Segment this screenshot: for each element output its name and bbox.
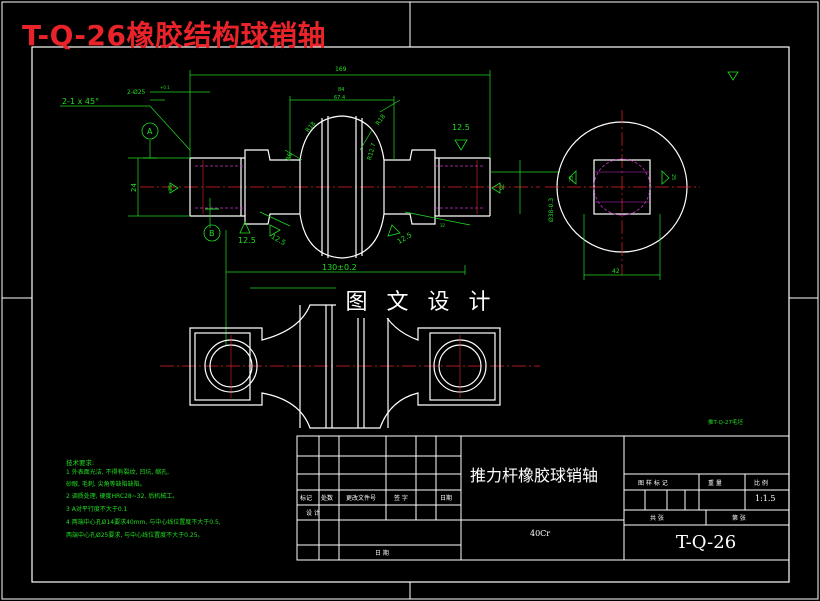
tech-req-line: 两端中心孔Ø25要求, 与中心线位置度不大于0.25。 <box>66 532 204 539</box>
hdr-sheet-no: 第 张 <box>732 515 746 522</box>
dim-middle-sub: 67.4 <box>334 95 345 101</box>
tech-req-line: 砂眼, 毛刺, 尖角等缺陷缺陷。 <box>66 481 146 488</box>
dim-chamfer: 2-1 x 45° <box>62 97 99 106</box>
note-small: 32 <box>440 223 446 228</box>
dim-middle: 84 <box>338 87 344 93</box>
dim-hole-tol: +0.1 <box>160 85 170 90</box>
title-block-grid <box>296 435 790 561</box>
rough-g: 25 <box>569 176 575 182</box>
dimension-labels: 169 84 67.4 2-1 x 45° 2-Ø25 +0.1 24 Ø38-… <box>62 66 744 426</box>
hdr-mark: 标记 <box>300 495 313 502</box>
dim-r6: R6 <box>285 152 294 162</box>
drawing-number: T-Q-26 <box>676 532 737 553</box>
roughness-symbols <box>169 71 739 237</box>
top-view <box>160 304 540 429</box>
side-view <box>545 110 700 280</box>
dim-r-mid: R18 <box>304 120 317 134</box>
banner-title: T-Q-26橡胶结构球销轴 <box>22 19 327 52</box>
shaft-upper-right <box>384 149 490 161</box>
scale-value: 1:1.5 <box>755 494 776 503</box>
hdr-count: 处数 <box>321 495 334 502</box>
datum-b: B <box>209 229 215 238</box>
hdr-design: 设 计 <box>306 510 320 517</box>
hdr-date: 日期 <box>440 495 453 502</box>
hdr-sheets-total: 共 张 <box>650 515 664 522</box>
sphere-top <box>299 115 385 161</box>
material: 40Cr <box>530 529 551 538</box>
hdr-signature: 签 字 <box>394 495 408 502</box>
end-hole-hidden <box>195 165 485 209</box>
rough-d: 12.5 <box>452 123 470 132</box>
shaft-lower-right <box>384 213 490 225</box>
dim-total-length: 169 <box>335 66 347 73</box>
dim-height: 24 <box>130 183 138 192</box>
tech-req-line: 2 调质处理, 硬度HRC28~32, 后机械工。 <box>66 493 179 500</box>
tech-req-line: 3 A对平行度不大于0.1 <box>66 506 128 513</box>
datum-a: A <box>147 127 153 136</box>
dim-center-distance: 130±0.2 <box>322 263 357 272</box>
top-view-outline <box>189 304 501 429</box>
rough-h: 25 <box>670 174 676 180</box>
hdr-change-doc: 更改文件号 <box>346 495 377 502</box>
tech-req-heading: 技术要求: <box>66 459 95 467</box>
rough-a: 12.5 <box>238 236 256 245</box>
hdr-date-2: 日 期 <box>375 550 389 557</box>
rough-e: 25 <box>168 185 174 191</box>
hdr-scale: 比 例 <box>754 480 768 487</box>
overlay-label: 图 文 设 计 <box>336 288 506 318</box>
datum-a-bubble <box>141 122 159 140</box>
rough-b: 12.5 <box>270 233 288 248</box>
part-name: 推力杆橡胶球销轴 <box>470 466 599 485</box>
datum-b-bubble <box>203 224 221 242</box>
tech-req-line: 4 两端中心孔Ø14要求40mm, 与中心线位置度不大于0.5, <box>66 519 221 526</box>
dim-width: 42 <box>612 268 620 275</box>
hdr-weight: 重 量 <box>708 480 722 487</box>
hdr-stage-mark: 图 样 标 记 <box>638 480 668 487</box>
dim-holes: 2-Ø25 <box>127 89 146 96</box>
shaft-lower-left <box>190 213 300 225</box>
tech-req-line: 1 外表面光洁, 不得有裂纹, 凹坑, 缩孔, <box>66 469 170 476</box>
dim-r-top: R18 <box>375 113 388 127</box>
front-view <box>140 115 540 259</box>
front-dimensions <box>60 70 560 345</box>
reference-note: 推T-Q-27毛坯 <box>708 418 744 426</box>
dim-r-sphere: R12.7 <box>366 142 377 161</box>
shaft-upper-left <box>190 149 300 161</box>
dim-diameter: Ø38-0.3 <box>548 198 555 222</box>
rough-f: 25 <box>498 184 504 190</box>
sphere-bottom <box>299 213 385 259</box>
